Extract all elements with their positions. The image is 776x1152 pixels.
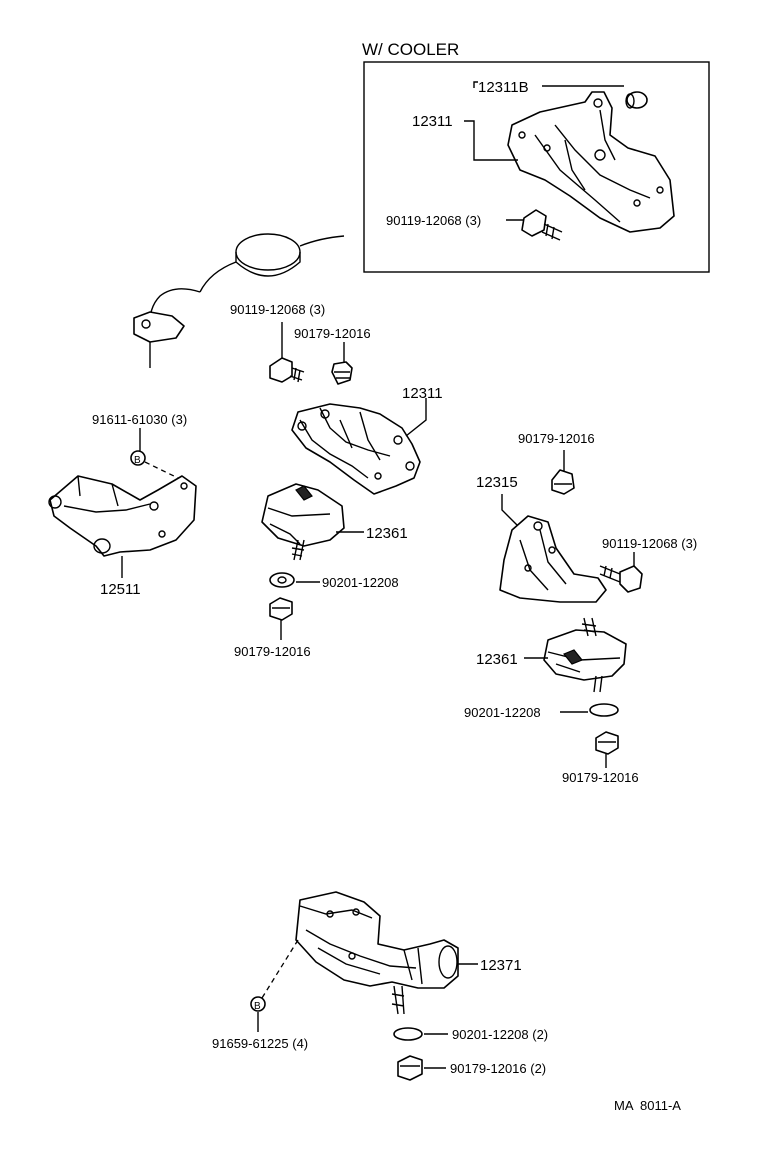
label-plate: 12511 — [100, 581, 141, 598]
label-nut-right-bottom: 90179-12016 — [562, 770, 639, 785]
catalog-code: MA 8011-A — [614, 1098, 681, 1113]
plate-marker: B — [134, 455, 141, 466]
nut-90179-12016-left — [269, 597, 293, 621]
insulator-12361-right — [543, 617, 627, 693]
insulator-12361-left — [261, 483, 345, 561]
stiffener-plate-12511 — [48, 475, 197, 557]
nut-90179-12016-rear — [397, 1055, 423, 1081]
plate-marker-circle — [130, 450, 146, 466]
rear-marker-circle — [250, 996, 266, 1012]
label-nut-top: 90179-12016 — [294, 326, 371, 341]
bolt-90119-12068 — [269, 357, 305, 383]
label-rear-washer: 90201-12208 (2) — [452, 1027, 548, 1042]
label-bracket-main: 12311 — [402, 385, 443, 402]
label-bolt-main: 90119-12068 (3) — [230, 302, 325, 317]
label-rear-nut: 90179-12016 (2) — [450, 1061, 546, 1076]
inset-bolt — [521, 209, 563, 241]
nut-90179-12016-right-bottom — [595, 731, 619, 755]
inset-label-12311b: 12311B — [478, 79, 529, 96]
plate-dashed-leader — [144, 461, 179, 479]
inset-collar-12311b — [625, 91, 648, 109]
label-nut-right-top: 90179-12016 — [518, 431, 595, 446]
rear-dashed-leader — [261, 939, 299, 999]
washer-90201-12208-right — [589, 703, 619, 717]
label-rear-insulator: 12371 — [480, 957, 522, 974]
inset-label-12311: 12311 — [412, 113, 453, 130]
washer-90201-12208-left — [269, 572, 295, 588]
label-washer-left: 90201-12208 — [322, 575, 399, 590]
inset-leader-bracket-b-bracket — [473, 81, 478, 88]
inset-bracket-12311 — [507, 91, 675, 233]
engine-mount-bracket-12311 — [291, 403, 421, 495]
inset-frame — [363, 61, 710, 273]
label-washer-right: 90201-12208 — [464, 705, 541, 720]
label-nut-left: 90179-12016 — [234, 644, 311, 659]
bolt-90119-12068-right — [599, 565, 643, 593]
inset-header: W/ COOLER — [362, 40, 459, 59]
rear-marker: B — [254, 1001, 261, 1012]
label-plate-bolt: 91611-61030 (3) — [92, 412, 187, 427]
label-bolt-right: 90119-12068 (3) — [602, 536, 697, 551]
leader-bracket-right — [501, 494, 523, 531]
label-rear-bolt: 91659-61225 (4) — [212, 1036, 308, 1051]
engine-outline — [133, 233, 345, 368]
inset-label-bolt: 90119-12068 (3) — [386, 213, 481, 228]
cooler-inset: W/ COOLER 12311B 12311 90 — [362, 40, 710, 273]
rear-insulator-12371 — [295, 891, 459, 1015]
leader-bracket-main — [405, 398, 427, 437]
inset-leader-bracket — [464, 120, 518, 161]
bracket-12315 — [499, 515, 607, 603]
label-insulator-left: 12361 — [366, 525, 408, 542]
label-insulator-right: 12361 — [476, 651, 518, 668]
washer-90201-12208-rear — [393, 1027, 423, 1041]
nut-90179-12016-top — [331, 361, 353, 385]
nut-90179-12016-right-top — [551, 469, 575, 495]
label-bracket-right: 12315 — [476, 474, 518, 491]
